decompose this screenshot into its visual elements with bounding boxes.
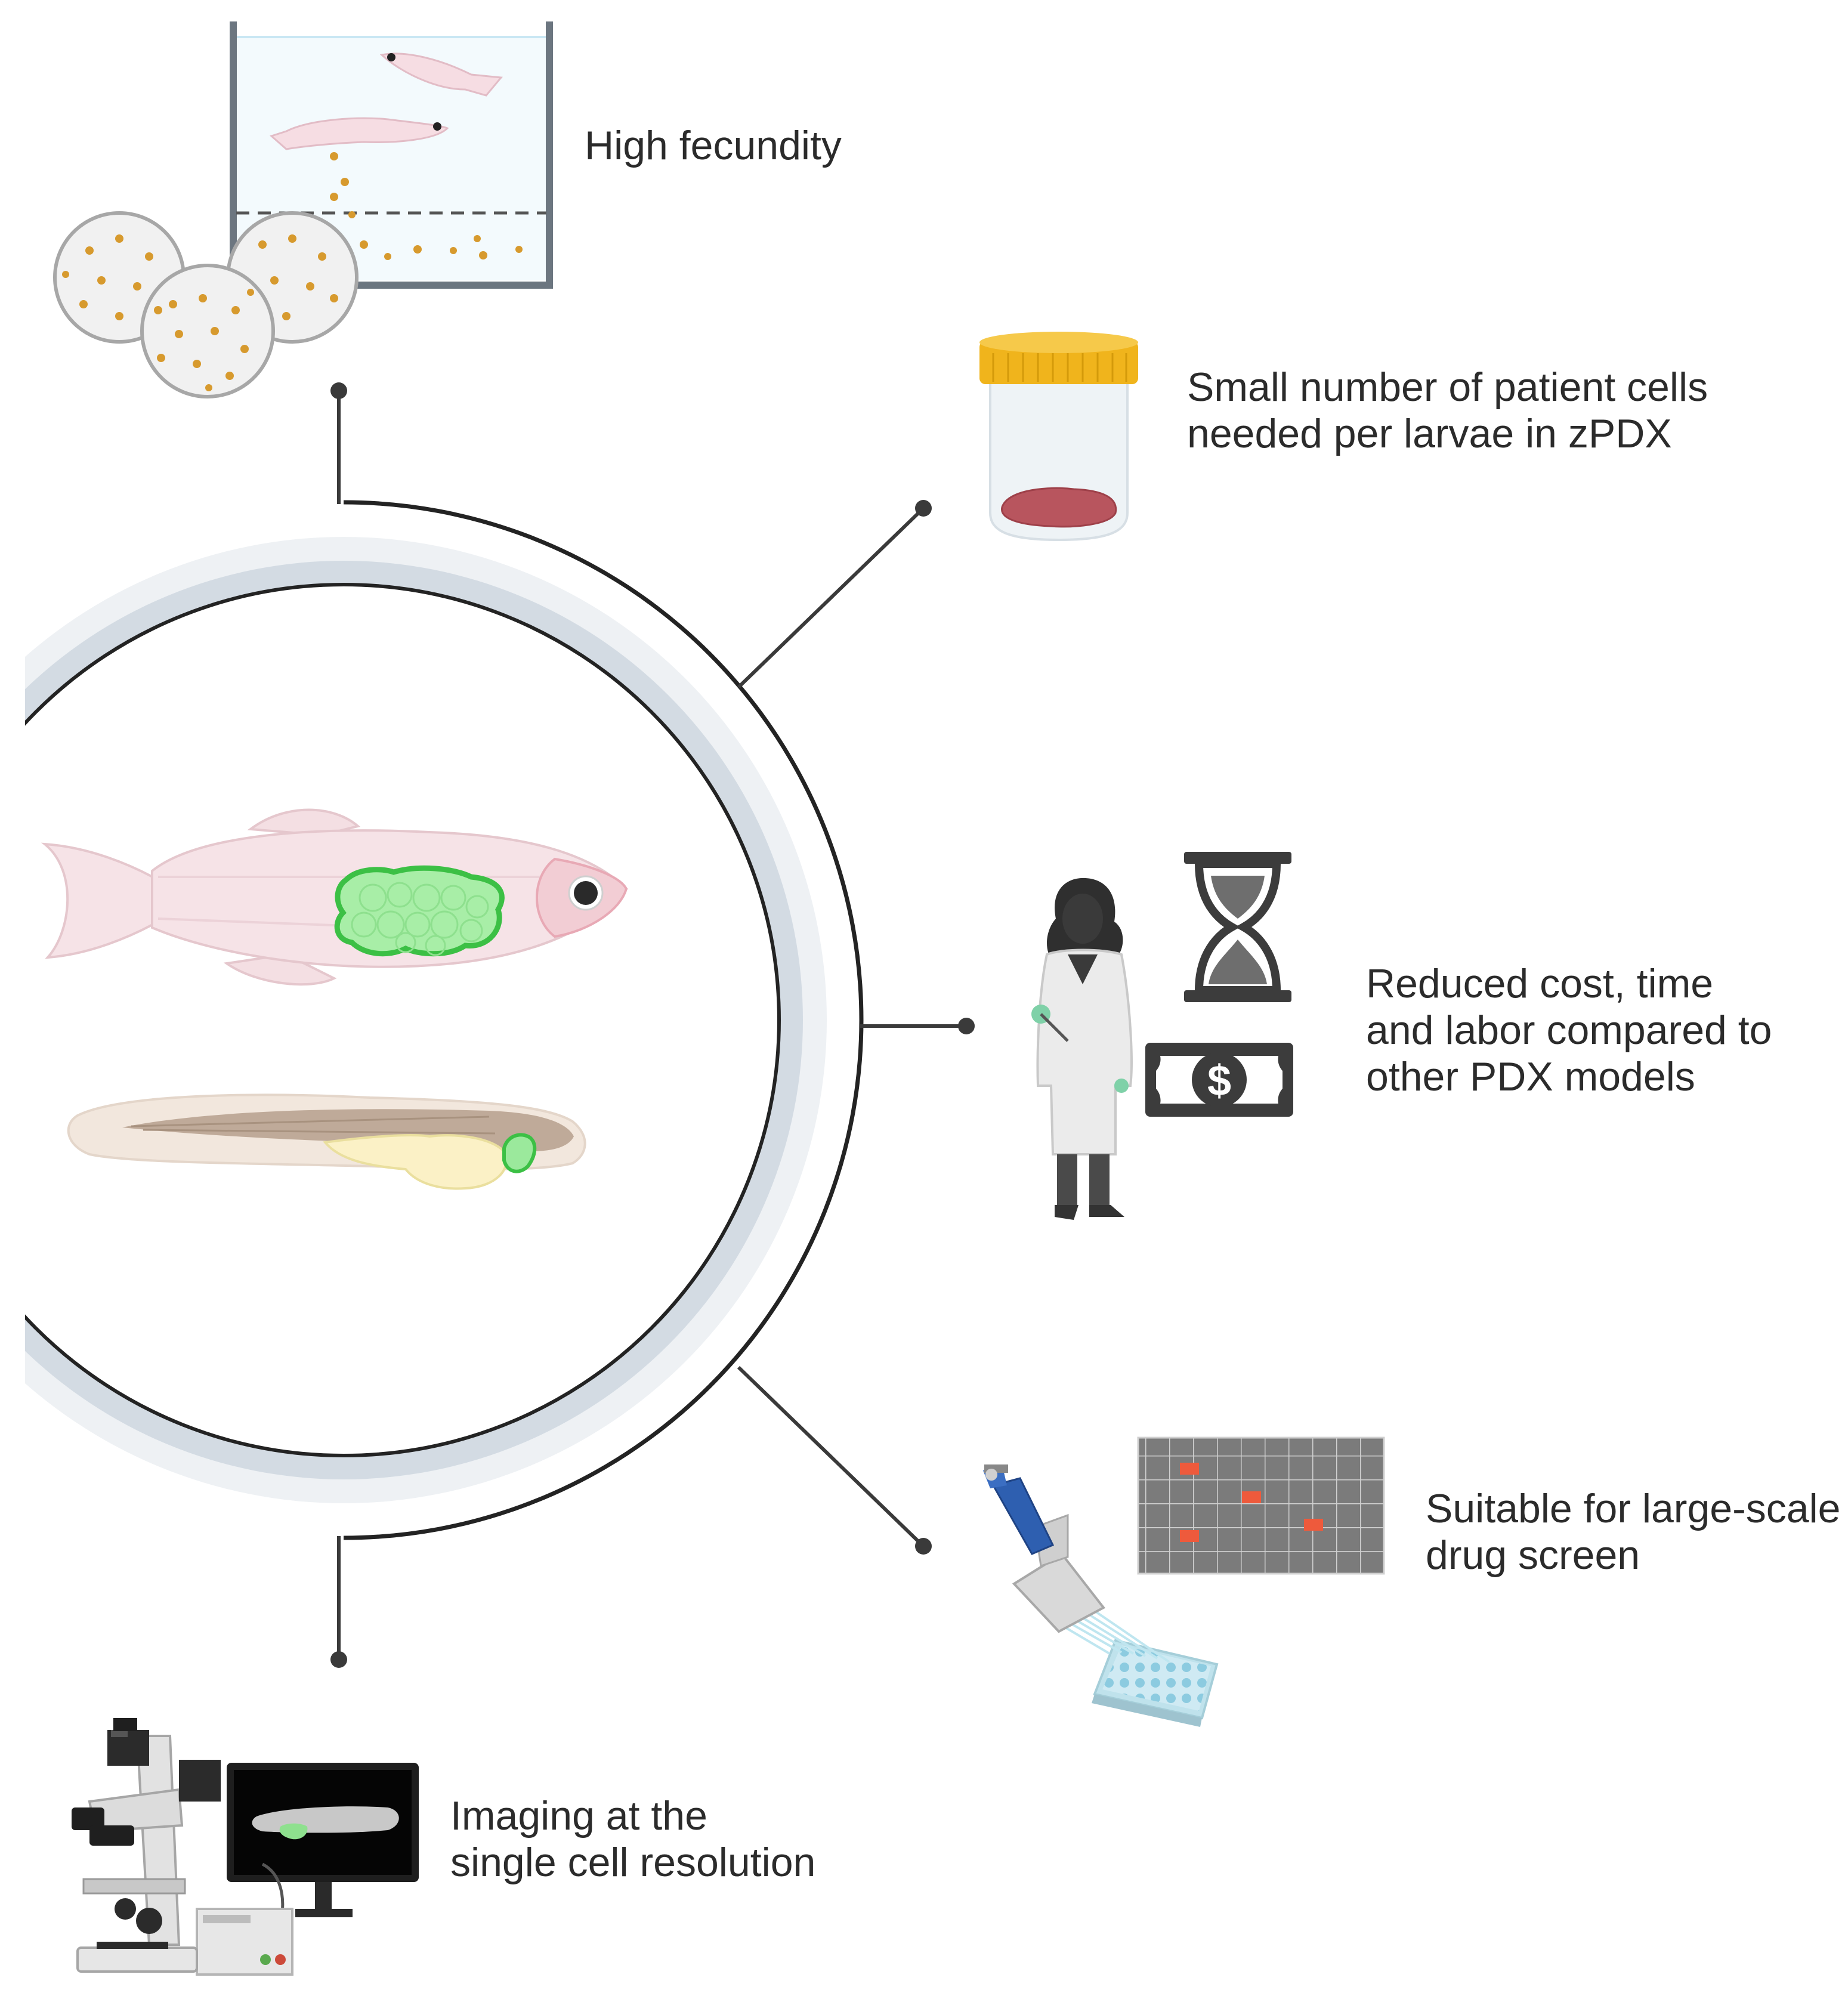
connector-cost-dot [958, 1018, 975, 1034]
benefit-label-line: Suitable for large-scale [1426, 1486, 1841, 1531]
connector-fecundity-dot [330, 382, 347, 399]
benefit-label-line: single cell resolution [450, 1840, 816, 1885]
well-plate-grid-icon [1137, 1436, 1385, 1575]
center-circle [25, 537, 827, 1503]
benefit-label-line: Reduced cost, time [1366, 961, 1714, 1006]
benefit-label-line: and labor compared to [1366, 1008, 1772, 1053]
money-symbol: $ [1207, 1057, 1231, 1105]
connector-cells-dot [915, 500, 932, 517]
benefit-label-patient-cells: Small number of patient cells needed per… [1187, 364, 1708, 457]
benefit-label-line: High fecundity [585, 123, 842, 168]
scientist-icon [1031, 878, 1133, 1220]
fish-tank-with-petri-dishes-icon [53, 21, 553, 398]
benefit-label-line: drug screen [1426, 1532, 1640, 1578]
zebrafish-adult-icon [41, 808, 628, 986]
connector-cells [737, 506, 925, 689]
benefit-label-imaging: Imaging at the single cell resolution [450, 1793, 815, 1886]
benefit-label-fecundity: High fecundity [585, 122, 842, 169]
hourglass-icon [1184, 852, 1291, 1002]
zebrafish-larva-icon [67, 1093, 586, 1190]
multichannel-pipette-icon [983, 1464, 1219, 1727]
benefit-label-line: other PDX models [1366, 1054, 1695, 1099]
connector-screen [737, 1365, 925, 1548]
benefit-label-line: Small number of patient cells [1187, 364, 1708, 410]
benefit-label-drug-screen: Suitable for large-scale drug screen [1426, 1485, 1840, 1578]
connector-screen-dot [915, 1538, 932, 1555]
money-bill-icon: $ [1145, 1043, 1293, 1117]
benefit-label-line: needed per larvae in zPDX [1187, 411, 1672, 456]
connectors [330, 382, 975, 1668]
connector-imaging-dot [330, 1651, 347, 1668]
microscope-with-monitor-icon [72, 1718, 419, 1976]
outer-arc [343, 500, 864, 1540]
specimen-jar-icon [979, 332, 1138, 542]
benefit-label-cost: Reduced cost, time and labor compared to… [1366, 960, 1772, 1100]
benefit-label-line: Imaging at the [450, 1793, 707, 1839]
